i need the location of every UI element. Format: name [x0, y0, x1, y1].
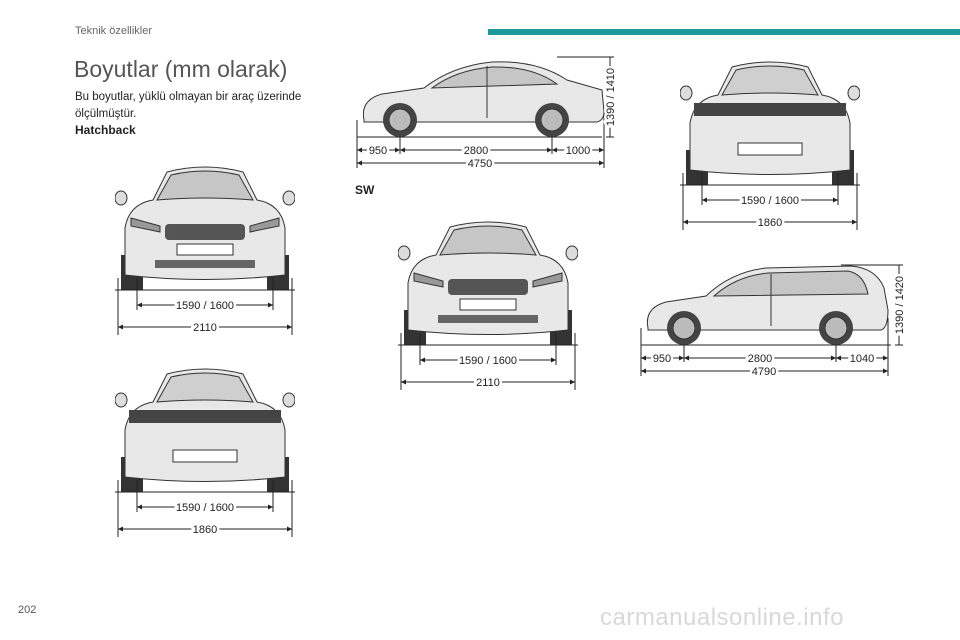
front-overhang-dimension: 950	[653, 353, 671, 365]
width-dimension: 2110	[193, 322, 217, 334]
headlights	[130, 217, 280, 233]
mirror-left	[398, 245, 411, 261]
wheelbase-dimension: 2800	[748, 353, 772, 365]
page-number: 202	[18, 604, 37, 616]
section-header: Teknik özellikler	[75, 25, 153, 37]
rear-overhang-dimension: 1000	[566, 145, 590, 157]
lower-grille	[438, 315, 538, 323]
mirror-right	[565, 245, 578, 261]
rear-window	[156, 372, 254, 403]
wheelbase-dimension: 2800	[464, 145, 488, 157]
grille	[165, 224, 245, 240]
track-dimension: 1590 / 1600	[459, 355, 517, 367]
length-dimension: 4790	[752, 366, 776, 378]
sw-side-diagram: 950 2800 1040 4790 1390 / 1420	[640, 264, 909, 378]
width-dimension: 1860	[758, 217, 782, 229]
width-dimension: 1860	[193, 524, 217, 536]
track-dimension: 1590 / 1600	[176, 300, 234, 312]
license-plate	[172, 449, 238, 463]
license-plate	[176, 243, 234, 256]
grille	[448, 279, 528, 295]
mirror-right	[282, 190, 295, 206]
hatchback-heading: Hatchback	[75, 123, 136, 137]
rear-overhang-dimension: 1040	[850, 353, 874, 365]
tail-light-bar	[129, 410, 281, 423]
mirror-right	[847, 85, 860, 101]
length-dimension: 4750	[468, 158, 492, 170]
mirror-right	[282, 392, 295, 408]
sw-heading: SW	[355, 183, 375, 197]
width-dimension: 2110	[476, 377, 500, 389]
track-dimension: 1590 / 1600	[176, 502, 234, 514]
hatchback-front-diagram: 1590 / 1600 2110	[115, 166, 295, 337]
tail-light-bar	[694, 103, 846, 116]
license-plate	[459, 298, 517, 311]
intro-text: Bu boyutlar, yüklü olmayan bir araç üzer…	[75, 91, 302, 120]
mirror-left	[115, 190, 128, 206]
license-plate	[737, 142, 803, 156]
mirror-left	[115, 392, 128, 408]
hatchback-rear-diagram: 1590 / 1600 1860	[115, 368, 295, 539]
sw-front-diagram: 1590 / 1600 2110	[398, 221, 578, 392]
sw-rear-diagram: 1590 / 1600 1860	[680, 61, 860, 232]
headlights	[413, 272, 563, 288]
side-windows	[430, 66, 559, 89]
windshield	[156, 170, 254, 201]
height-dimension: 1390 / 1410	[605, 68, 617, 126]
windshield	[439, 225, 537, 256]
lower-grille	[155, 260, 255, 268]
accent-bar	[488, 29, 960, 35]
front-overhang-dimension: 950	[369, 145, 387, 157]
rear-window	[721, 65, 819, 96]
hatchback-side-diagram: 950 2800 1000 4750 1390 / 1410	[356, 56, 620, 170]
track-dimension: 1590 / 1600	[741, 195, 799, 207]
page-title: Boyutlar (mm olarak)	[74, 56, 288, 82]
watermark: carmanualsonline.info	[600, 604, 844, 631]
side-windows	[712, 270, 869, 297]
mirror-left	[680, 85, 693, 101]
height-dimension: 1390 / 1420	[894, 276, 906, 334]
